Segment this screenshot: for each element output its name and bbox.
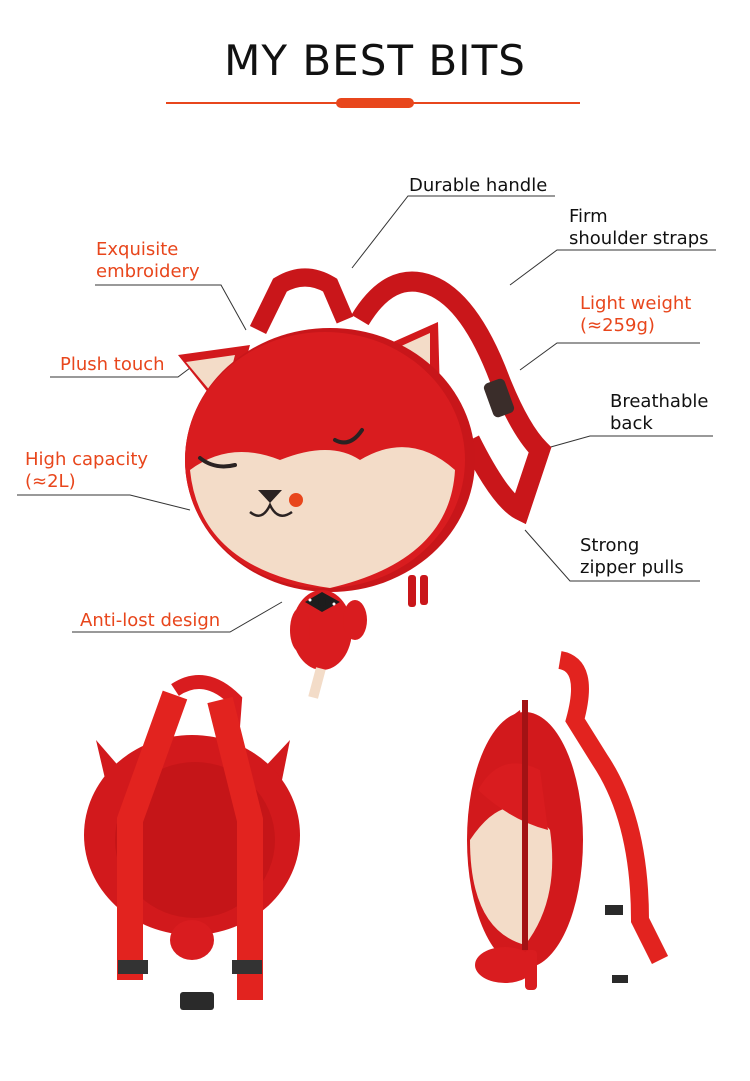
page-title: MY BEST BITS [224,36,526,85]
line-durable-handle [351,195,555,269]
callout-durable-handle: Durable handle [409,175,548,196]
callout-breathable-back: Breathable back [610,391,709,434]
callout-anti-lost: Anti-lost design [80,610,221,631]
callout-plush-touch: Plush touch [60,354,165,375]
line-plush-touch [50,367,191,378]
line-breathable [539,435,713,451]
callout-zipper-pulls: Strong zipper pulls [580,535,684,578]
title-accent-bar [336,98,414,108]
line-shoulder-straps [509,249,716,286]
callout-embroidery: Exquisite embroidery [96,239,200,282]
callout-light-weight: Light weight (≈259g) [580,293,692,336]
line-embroidery [95,284,247,331]
line-zipper-pulls [524,529,700,582]
line-high-capacity [17,494,191,511]
line-anti-lost [72,601,283,633]
callout-high-capacity: High capacity (≈2L) [25,449,149,492]
callout-shoulder-straps: Firm shoulder straps [569,206,709,249]
line-light-weight [519,342,700,371]
